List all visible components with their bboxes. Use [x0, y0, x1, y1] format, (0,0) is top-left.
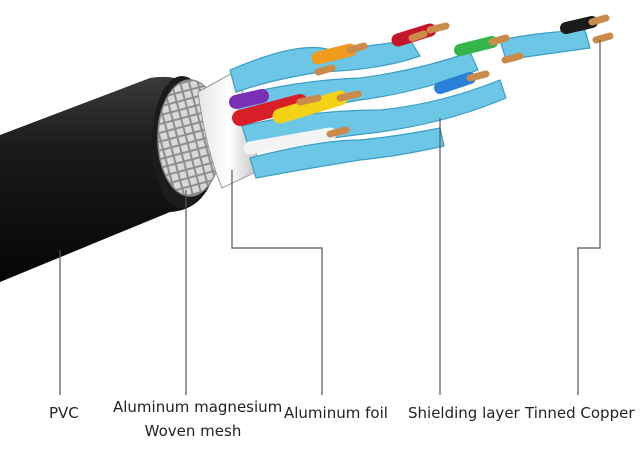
label-mesh-line2: Woven mesh [144, 422, 242, 440]
wire-black [560, 16, 598, 34]
leader-copper [577, 40, 601, 395]
aluminum-foil [197, 69, 261, 189]
label-tinned-copper: Tinned Copper [525, 404, 635, 422]
label-pvc: PVC [49, 404, 79, 422]
leader-foil [231, 170, 323, 395]
wire-yellow [272, 90, 348, 124]
wire-red [232, 94, 308, 126]
wire-blue [434, 72, 476, 94]
label-shielding-layer: Shielding layer [408, 404, 520, 422]
tinned-copper-ends [296, 14, 614, 138]
wire-green [454, 36, 498, 56]
label-aluminum-foil: Aluminum foil [284, 404, 388, 422]
wire-white [243, 127, 337, 155]
leader-lines [59, 40, 601, 395]
wire-purple [229, 89, 269, 109]
label-mesh-line1: Aluminum magnesium [113, 398, 283, 416]
wire-orange [311, 43, 357, 65]
label-woven-mesh: Aluminum magnesium Woven mesh [113, 398, 283, 440]
